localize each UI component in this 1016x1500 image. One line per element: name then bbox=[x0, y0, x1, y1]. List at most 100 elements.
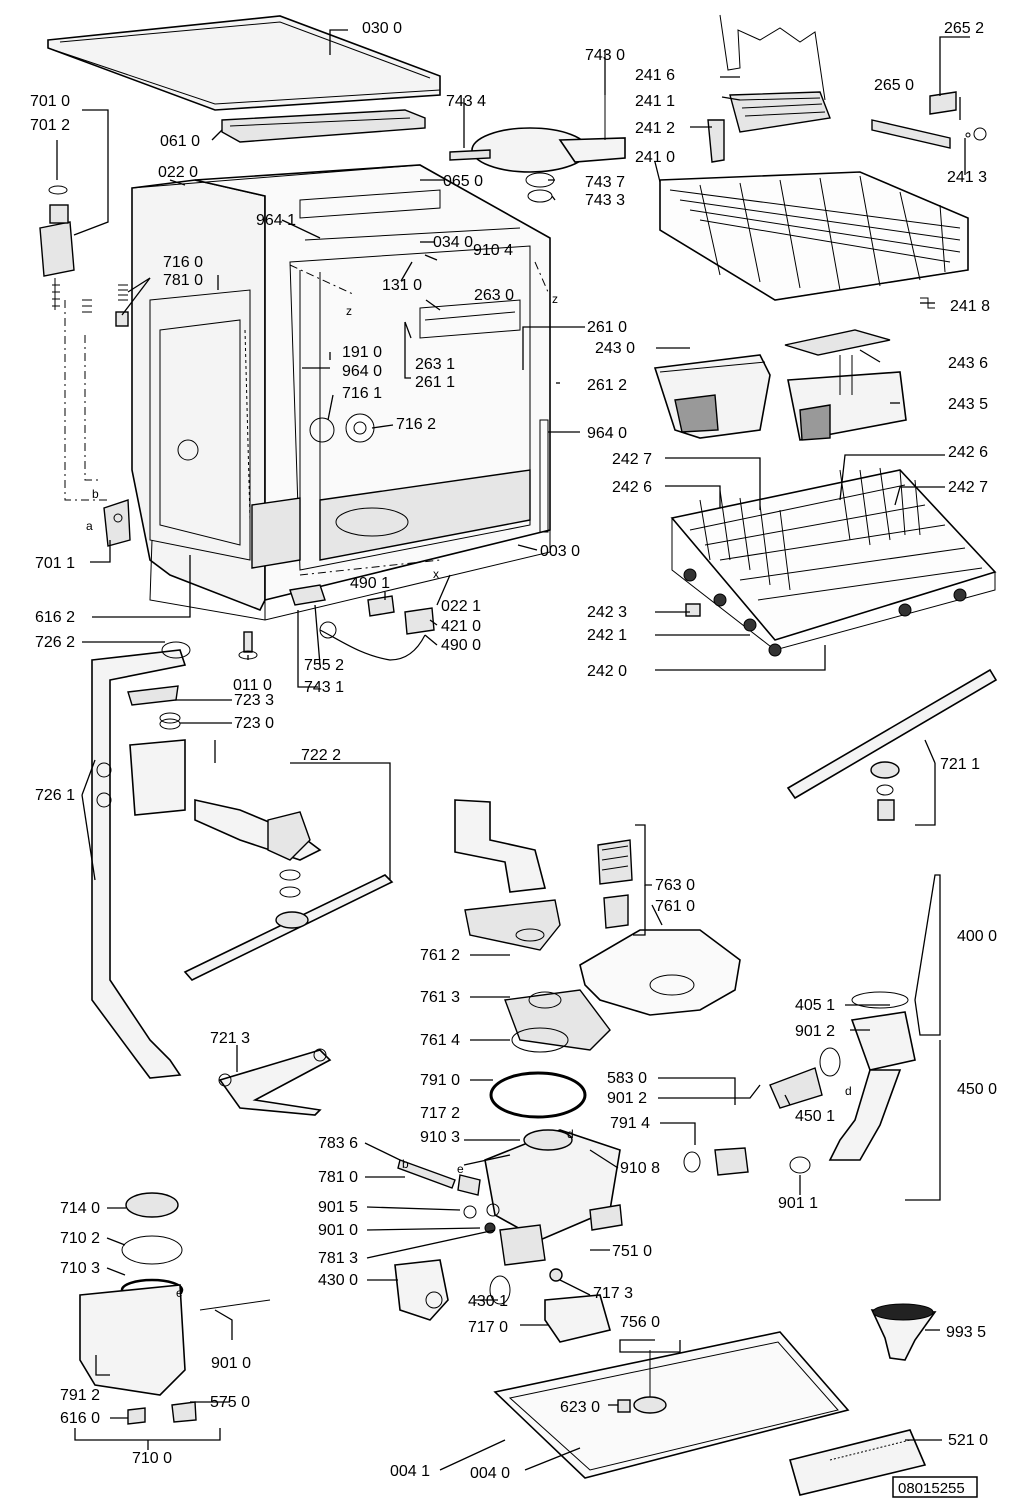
label-065-0: 065 0 bbox=[443, 173, 483, 190]
label-791-2: 791 2 bbox=[60, 1387, 100, 1404]
label-241-2: 241 2 bbox=[635, 120, 675, 137]
label-263-1: 263 1 bbox=[415, 356, 455, 373]
label-901-5: 901 5 bbox=[318, 1199, 358, 1216]
label-242-0: 242 0 bbox=[587, 663, 627, 680]
label-011-0: 011 0 bbox=[233, 677, 272, 694]
label-583-0: 583 0 bbox=[607, 1070, 647, 1087]
label-004-1: 004 1 bbox=[390, 1463, 430, 1480]
label-743-7: 743 7 bbox=[585, 174, 625, 191]
label-717-3: 717 3 bbox=[593, 1285, 633, 1302]
label-710-0: 710 0 bbox=[132, 1450, 172, 1467]
cabinet-leader-lines bbox=[64, 261, 549, 576]
label-261-2: 261 2 bbox=[587, 377, 627, 394]
label-723-3: 723 3 bbox=[234, 692, 274, 709]
label-430-0: 430 0 bbox=[318, 1272, 358, 1289]
label-450-0: 450 0 bbox=[957, 1081, 997, 1098]
label-405-1: 405 1 bbox=[795, 997, 835, 1014]
label-034-0: 034 0 bbox=[433, 234, 473, 251]
letter-z-2: z bbox=[552, 292, 558, 306]
label-243-0: 243 0 bbox=[595, 340, 635, 357]
cutlery-basket-left bbox=[653, 354, 771, 439]
diagram-letters: z z x b a b e d d e bbox=[86, 292, 852, 1300]
label-616-2: 616 2 bbox=[35, 609, 75, 626]
letter-b-2: b bbox=[402, 1157, 409, 1171]
label-241-1: 241 1 bbox=[635, 93, 675, 110]
filter-housing-761 bbox=[504, 989, 611, 1053]
label-910-3: 910 3 bbox=[420, 1129, 460, 1146]
label-004-0: 004 0 bbox=[470, 1465, 510, 1482]
letter-e-2: e bbox=[176, 1286, 183, 1300]
label-781-3: 781 3 bbox=[318, 1250, 358, 1267]
label-400-0: 400 0 bbox=[957, 928, 997, 945]
label-191-0: 191 0 bbox=[342, 344, 382, 361]
sump-body bbox=[484, 1129, 623, 1266]
label-490-1: 490 1 bbox=[350, 575, 390, 592]
label-421-0: 421 0 bbox=[441, 618, 481, 635]
label-751-0: 751 0 bbox=[612, 1243, 652, 1260]
label-993-5: 993 5 bbox=[946, 1324, 986, 1341]
label-242-7-b: 242 7 bbox=[948, 479, 988, 496]
letter-d-2: d bbox=[845, 1084, 852, 1098]
inlet-parts-783 bbox=[397, 1159, 500, 1234]
label-242-3: 242 3 bbox=[587, 604, 627, 621]
label-701-0: 701 0 bbox=[30, 93, 70, 110]
lower-spray-arm-721-3 bbox=[218, 1048, 332, 1116]
door-lock-part bbox=[39, 185, 75, 310]
label-710-3: 710 3 bbox=[60, 1260, 100, 1277]
label-716-2: 716 2 bbox=[396, 416, 436, 433]
label-717-0: 717 0 bbox=[468, 1319, 508, 1336]
letter-a: a bbox=[86, 519, 93, 533]
water-softener-710 bbox=[79, 1192, 271, 1425]
circulation-tube bbox=[91, 641, 191, 1079]
label-743-1: 743 1 bbox=[304, 679, 344, 696]
label-791-0: 791 0 bbox=[420, 1072, 460, 1089]
label-022-1: 022 1 bbox=[441, 598, 481, 615]
label-242-6-a: 242 6 bbox=[948, 444, 988, 461]
label-723-0: 723 0 bbox=[234, 715, 274, 732]
label-242-7-a: 242 7 bbox=[612, 451, 652, 468]
upper-basket bbox=[659, 14, 969, 309]
letter-b-1: b bbox=[92, 487, 99, 501]
label-263-0: 263 0 bbox=[474, 287, 514, 304]
cabinet-frame bbox=[131, 164, 551, 621]
callout-lines bbox=[56, 29, 970, 1471]
label-003-0: 003 0 bbox=[540, 543, 580, 560]
label-761-3: 761 3 bbox=[420, 989, 460, 1006]
bracket-743-1 bbox=[289, 584, 326, 606]
letter-d-1: d bbox=[567, 1127, 574, 1141]
label-791-4: 791 4 bbox=[610, 1115, 650, 1132]
letter-x: x bbox=[433, 567, 439, 581]
label-242-1: 242 1 bbox=[587, 627, 627, 644]
hose-and-heater-450 bbox=[683, 991, 916, 1176]
label-761-2: 761 2 bbox=[420, 947, 460, 964]
label-616-0: 616 0 bbox=[60, 1410, 100, 1427]
label-901-2-a: 901 2 bbox=[795, 1023, 835, 1040]
label-450-1: 450 1 bbox=[795, 1108, 835, 1125]
label-241-3: 241 3 bbox=[947, 169, 987, 186]
label-701-2: 701 2 bbox=[30, 117, 70, 134]
label-716-0: 716 0 bbox=[163, 254, 203, 271]
label-726-1: 726 1 bbox=[35, 787, 75, 804]
label-743-3: 743 3 bbox=[585, 192, 625, 209]
insulation-pad bbox=[221, 109, 426, 143]
label-521-0: 521 0 bbox=[948, 1432, 988, 1449]
label-261-0: 261 0 bbox=[587, 319, 627, 336]
label-756-0: 756 0 bbox=[620, 1314, 660, 1331]
label-241-6: 241 6 bbox=[635, 67, 675, 84]
label-241-0: 241 0 bbox=[635, 149, 675, 166]
label-490-0: 490 0 bbox=[441, 637, 481, 654]
springs bbox=[82, 284, 129, 327]
funnel-993 bbox=[870, 1303, 937, 1361]
label-030-0: 030 0 bbox=[362, 20, 402, 37]
label-022-0: 022 0 bbox=[158, 164, 198, 181]
base-tray-004 bbox=[493, 1331, 850, 1479]
label-781-0: 781 0 bbox=[163, 272, 203, 289]
label-722-2: 722 2 bbox=[301, 747, 341, 764]
label-265-0: 265 0 bbox=[874, 77, 914, 94]
label-783-6: 783 6 bbox=[318, 1135, 358, 1152]
label-061-0: 061 0 bbox=[160, 133, 200, 150]
lower-spray-arm-222 bbox=[183, 799, 394, 981]
label-964-1: 964 1 bbox=[256, 212, 296, 229]
label-761-4: 761 4 bbox=[420, 1032, 460, 1049]
